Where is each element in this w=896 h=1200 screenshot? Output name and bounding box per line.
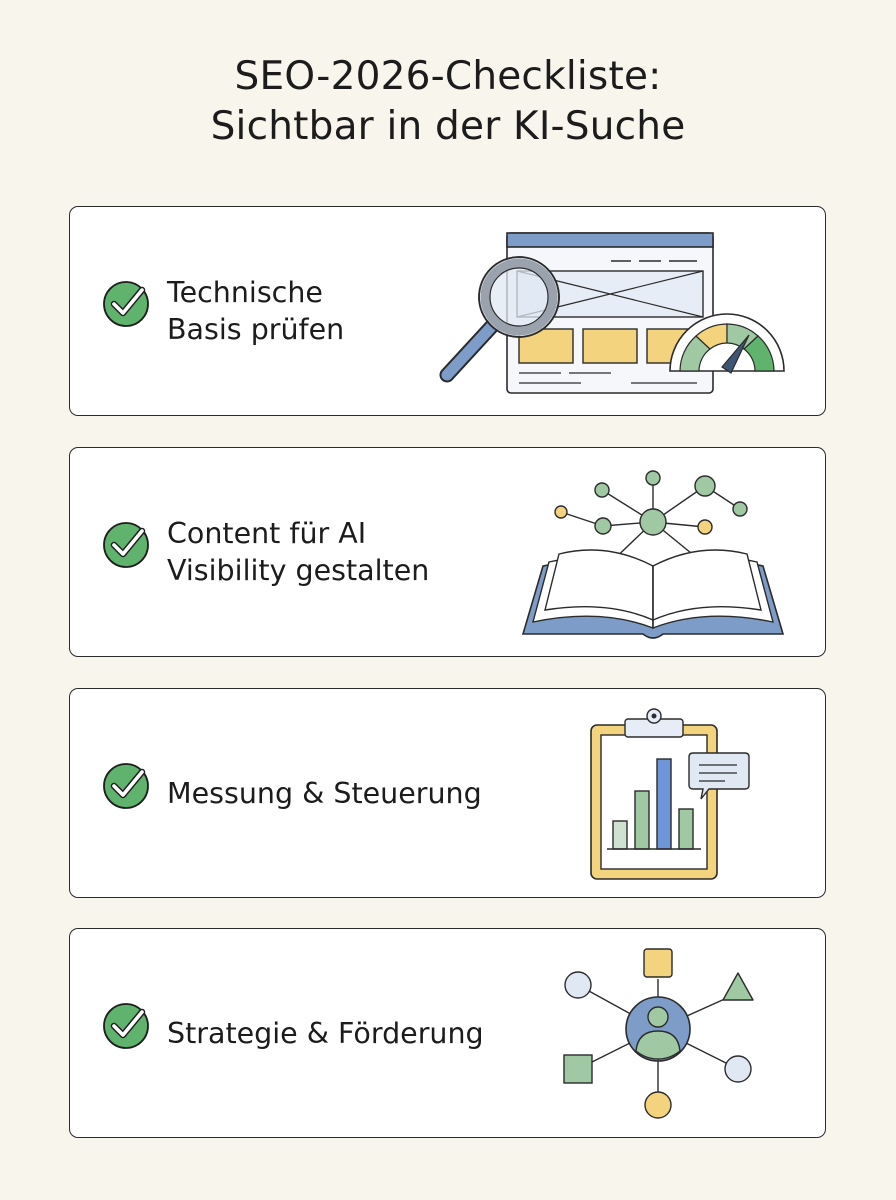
label-line-1: Messung & Steuerung: [167, 776, 482, 810]
clipboard-chart-icon: [590, 708, 750, 880]
checklist-card-strategy: Strategie & Förderung: [69, 928, 826, 1138]
checkmark-icon: [103, 281, 149, 327]
checklist-label: Strategie & Förderung: [167, 929, 484, 1137]
checklist-card-content: Content für AI Visibility gestalten: [69, 447, 826, 657]
label-line-1: Content für AI: [167, 517, 367, 550]
label-line-2: Visibility gestalten: [167, 554, 430, 587]
website-audit-icon: [439, 232, 785, 394]
label-line-1: Strategie & Förderung: [167, 1016, 484, 1050]
checkmark-icon: [103, 763, 149, 809]
checklist-label: Messung & Steuerung: [167, 689, 482, 897]
checkmark-icon: [103, 1003, 149, 1049]
checklist-card-technical: Technische Basis prüfen: [69, 206, 826, 416]
title-line-2: Sichtbar in der KI-Suche: [210, 104, 686, 149]
page-title: SEO-2026-Checkliste: Sichtbar in der KI-…: [0, 52, 896, 152]
checklist-label: Technische Basis prüfen: [167, 207, 344, 415]
checklist-card-measurement: Messung & Steuerung: [69, 688, 826, 898]
checkmark-icon: [103, 522, 149, 568]
checklist-label: Content für AI Visibility gestalten: [167, 448, 429, 656]
label-line-2: Basis prüfen: [167, 313, 345, 346]
title-line-1: SEO-2026-Checkliste:: [234, 54, 662, 99]
knowledge-book-icon: [521, 470, 785, 639]
network-strategy-icon: [563, 948, 754, 1119]
label-line-1: Technische: [167, 276, 323, 309]
